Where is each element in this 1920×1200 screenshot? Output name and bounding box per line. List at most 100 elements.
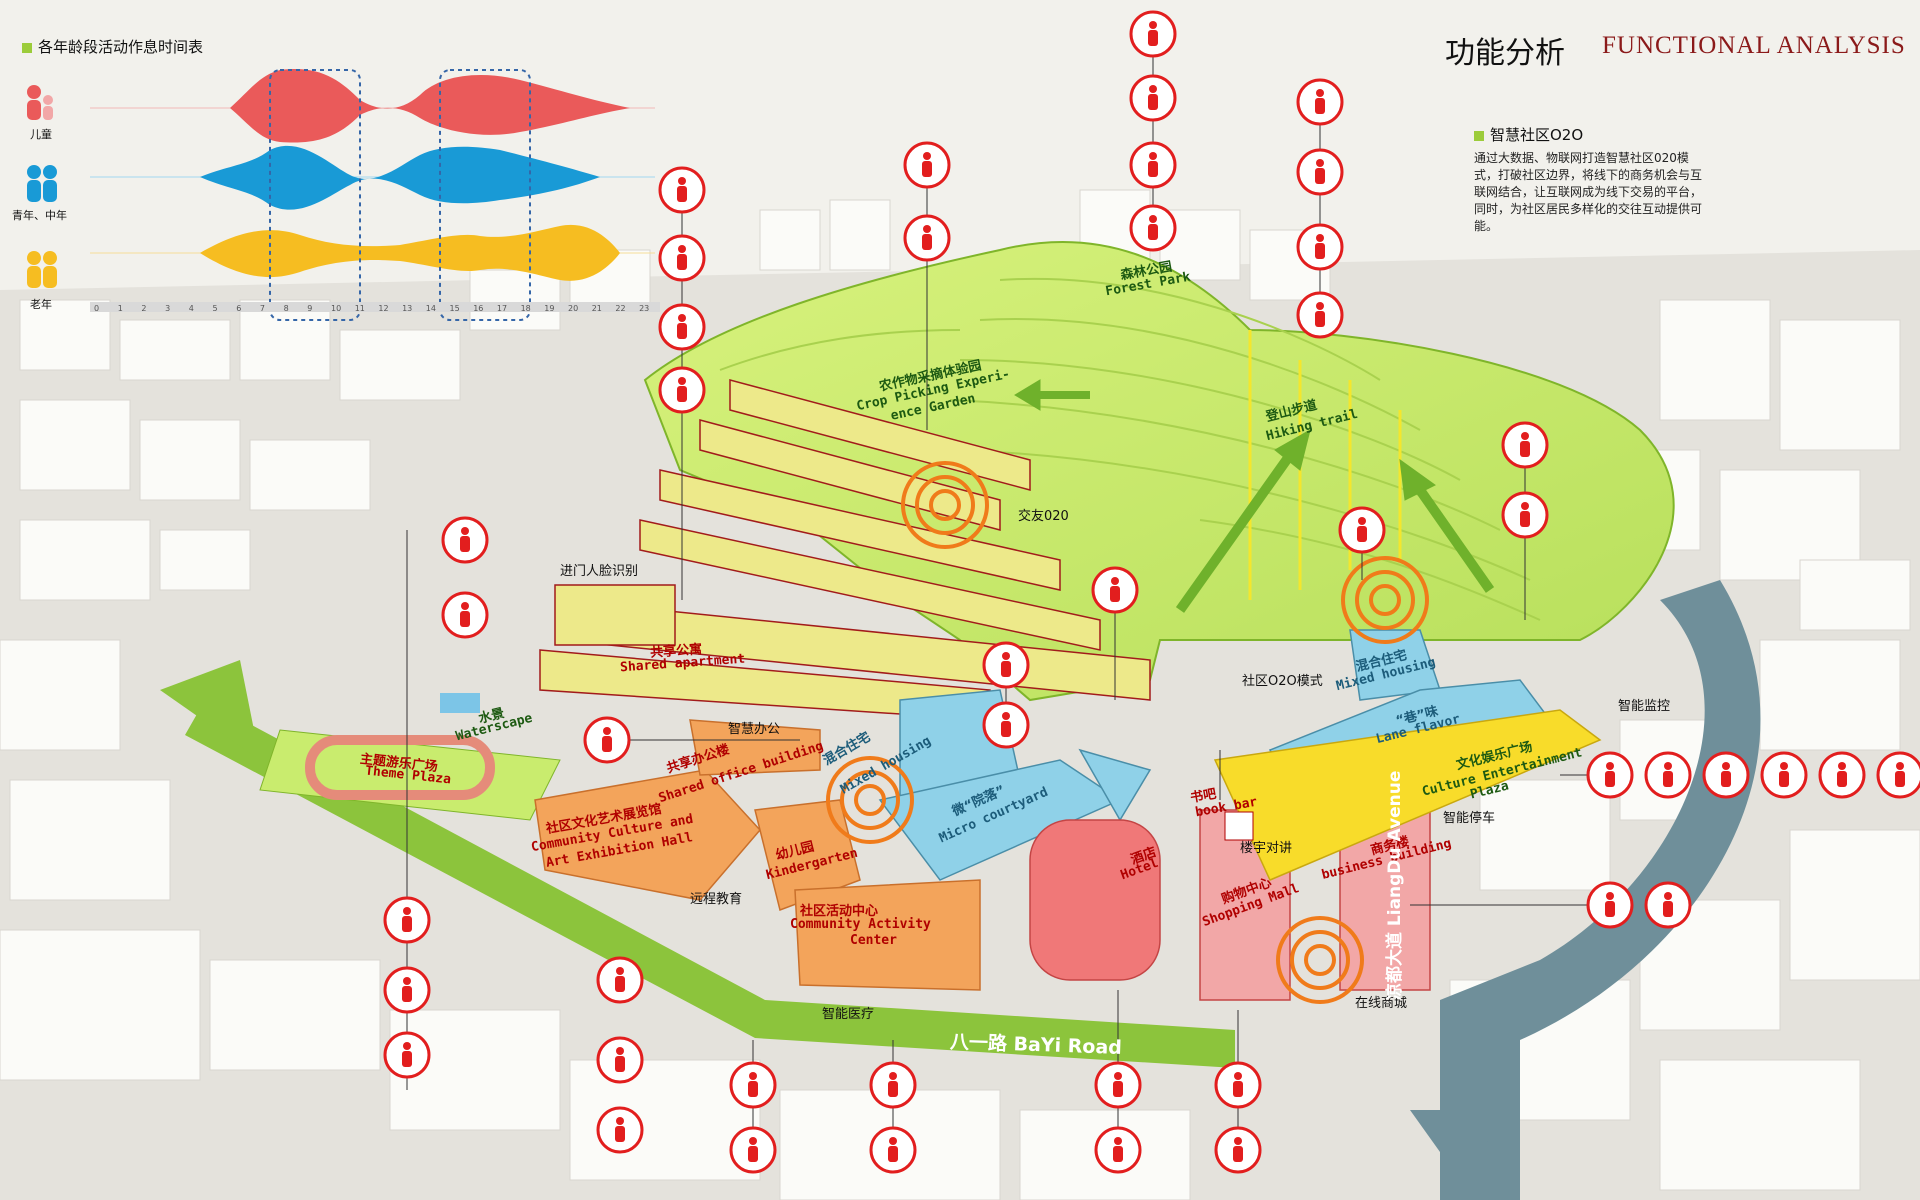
age-group-glyphs bbox=[27, 85, 57, 288]
person-icon-head bbox=[616, 967, 624, 975]
person-icon-head bbox=[1521, 502, 1529, 510]
person-icon-body bbox=[1315, 98, 1325, 114]
person-icon-body bbox=[748, 1146, 758, 1162]
person-icon-head bbox=[1316, 159, 1324, 167]
person-icon-head bbox=[749, 1137, 757, 1145]
person-icon-body bbox=[1148, 224, 1158, 240]
movement-arrows bbox=[1014, 379, 1495, 613]
person-icon-body bbox=[1315, 311, 1325, 327]
hour-tick-9: 9 bbox=[307, 304, 312, 313]
waterscape-pool bbox=[440, 693, 480, 713]
person-icon-body bbox=[677, 323, 687, 339]
hour-tick-1: 1 bbox=[118, 304, 123, 313]
person-icon-body bbox=[402, 986, 412, 1002]
person-icon-head bbox=[889, 1072, 897, 1080]
person-icon-body bbox=[1113, 1146, 1123, 1162]
person-icon-head bbox=[678, 245, 686, 253]
person-icon-head bbox=[1606, 892, 1614, 900]
tag-smart-monitor: 智能监控 bbox=[1618, 699, 1671, 714]
person-icon-head bbox=[1521, 432, 1529, 440]
person-icon-head bbox=[1316, 234, 1324, 242]
person-icon-body bbox=[1837, 771, 1847, 787]
tag-intercom: 楼宇对讲 bbox=[1240, 841, 1293, 856]
page-title-cn: 功能分析 bbox=[1445, 36, 1565, 71]
avenue-arrowhead bbox=[1410, 1110, 1510, 1180]
hour-axis-bar bbox=[90, 302, 660, 312]
person-icon-head bbox=[1111, 577, 1119, 585]
book-bar-block bbox=[1224, 811, 1254, 841]
person-icon-body bbox=[1605, 771, 1615, 787]
hour-tick-5: 5 bbox=[213, 304, 218, 313]
theme-plaza-ring bbox=[305, 735, 495, 800]
person-icon-head bbox=[1358, 517, 1366, 525]
elderly-activity-ribbon bbox=[200, 224, 620, 281]
person-icon-body bbox=[1148, 30, 1158, 46]
person-icon-body bbox=[677, 254, 687, 270]
age-label-elderly: 老年 bbox=[30, 298, 52, 311]
orange-buildings bbox=[534, 719, 981, 991]
activity-center-label-en-2: Center bbox=[850, 933, 897, 948]
person-icon-body bbox=[677, 386, 687, 402]
person-icon-body bbox=[888, 1146, 898, 1162]
o2o-title: 智慧社区O2O bbox=[1474, 124, 1583, 145]
person-icon-head bbox=[1316, 89, 1324, 97]
person-icon-body bbox=[615, 1126, 625, 1142]
person-icon-head bbox=[403, 977, 411, 985]
person-icon-body bbox=[677, 186, 687, 202]
bayi-road-arrowhead bbox=[160, 660, 260, 760]
age-label-adults: 青年、中年 bbox=[12, 209, 67, 222]
person-icon-head bbox=[403, 1042, 411, 1050]
person-icon-head bbox=[1896, 762, 1904, 770]
bayi-road-band bbox=[185, 700, 1235, 1068]
person-icon-head bbox=[1722, 762, 1730, 770]
person-icon-body bbox=[615, 1056, 625, 1072]
person-icon-head bbox=[1149, 85, 1157, 93]
hour-tick-0: 0 bbox=[94, 304, 99, 313]
hour-tick-16: 16 bbox=[473, 304, 483, 313]
person-icon-head bbox=[889, 1137, 897, 1145]
person-icon-body bbox=[1357, 526, 1367, 542]
schedule-title: 各年龄段活动作息时间表 bbox=[22, 36, 203, 57]
hotel-building bbox=[1029, 819, 1161, 981]
person-icon-head bbox=[678, 377, 686, 385]
person-icon-head bbox=[1606, 762, 1614, 770]
person-icon-body bbox=[402, 916, 412, 932]
person-icon-head bbox=[1149, 21, 1157, 29]
person-icon-body bbox=[1779, 771, 1789, 787]
person-icon-head bbox=[1002, 652, 1010, 660]
person-icon-head bbox=[1002, 712, 1010, 720]
person-icon-body bbox=[615, 976, 625, 992]
tag-smart-medical: 智能医疗 bbox=[822, 1007, 875, 1022]
schedule-title-text: 各年龄段活动作息时间表 bbox=[38, 38, 204, 56]
hour-tick-19: 19 bbox=[544, 304, 554, 313]
person-icon-head bbox=[749, 1072, 757, 1080]
person-icon-body bbox=[1148, 94, 1158, 110]
person-icon-body bbox=[1520, 441, 1530, 457]
person-icon-head bbox=[1664, 892, 1672, 900]
person-icon-body bbox=[922, 161, 932, 177]
person-icon-body bbox=[1520, 511, 1530, 527]
signal-towers bbox=[826, 461, 1429, 1004]
person-icon-head bbox=[616, 1117, 624, 1125]
hour-tick-20: 20 bbox=[568, 304, 578, 313]
person-icon-head bbox=[1780, 762, 1788, 770]
person-icon-body bbox=[402, 1051, 412, 1067]
person-icon-head bbox=[616, 1047, 624, 1055]
person-icon-head bbox=[678, 314, 686, 322]
person-icon-body bbox=[460, 611, 470, 627]
person-icon-head bbox=[1838, 762, 1846, 770]
tag-community-o2o: 社区O2O模式 bbox=[1242, 674, 1323, 689]
person-icon-body bbox=[1663, 771, 1673, 787]
adult-activity-ribbon bbox=[200, 145, 600, 210]
hour-tick-17: 17 bbox=[497, 304, 507, 313]
tag-face-recognition: 进门人脸识别 bbox=[560, 564, 639, 579]
person-icon-body bbox=[1113, 1081, 1123, 1097]
hour-tick-12: 12 bbox=[378, 304, 388, 313]
person-icon-body bbox=[1148, 161, 1158, 177]
hour-tick-7: 7 bbox=[260, 304, 265, 313]
hour-tick-8: 8 bbox=[284, 304, 289, 313]
hour-tick-18: 18 bbox=[521, 304, 531, 313]
legend-square-icon bbox=[1474, 130, 1484, 141]
activity-center-label-cn: 社区活动中心 bbox=[800, 904, 879, 919]
